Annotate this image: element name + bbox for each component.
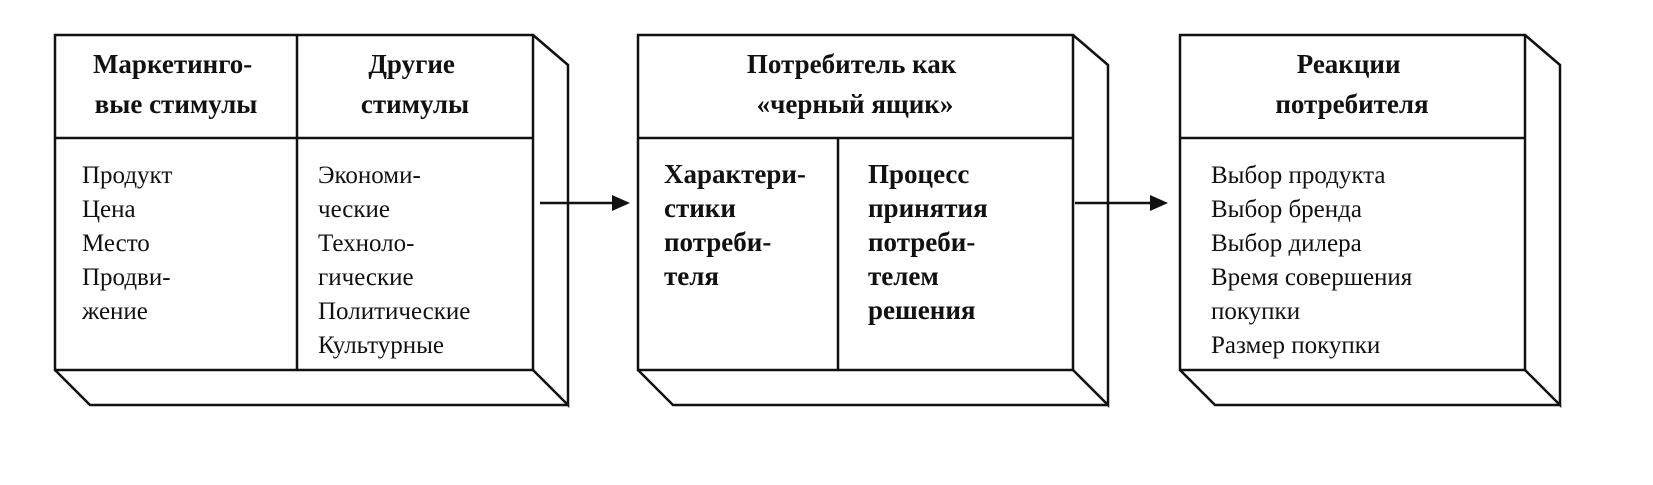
arrow-1 <box>540 195 630 211</box>
consumer-responses-header: Реакции потребителя <box>1275 49 1428 119</box>
marketing-stimuli-list: Продукт Цена Место Продви- жение <box>81 162 179 325</box>
black-box-header: Потребитель как «черный ящик» <box>747 49 963 119</box>
arrow-2 <box>1075 195 1168 211</box>
marketing-stimuli-header: Маркетинго- вые стимулы <box>93 49 259 119</box>
consumer-responses-list: Выбор продукта Выбор бренда Выбор дилера… <box>1211 162 1419 359</box>
decision-process-list: Процесс принятия потреби- телем решения <box>868 159 994 325</box>
consumer-characteristics-list: Характери- стики потреби- теля <box>664 159 813 291</box>
stimuli-box <box>53 33 570 409</box>
other-stimuli-header: Другие стимулы <box>361 49 469 119</box>
other-stimuli-list: Экономи- ческие Техноло- гические Полити… <box>318 162 477 359</box>
black-box <box>636 33 1110 409</box>
responses-box <box>1178 33 1562 409</box>
